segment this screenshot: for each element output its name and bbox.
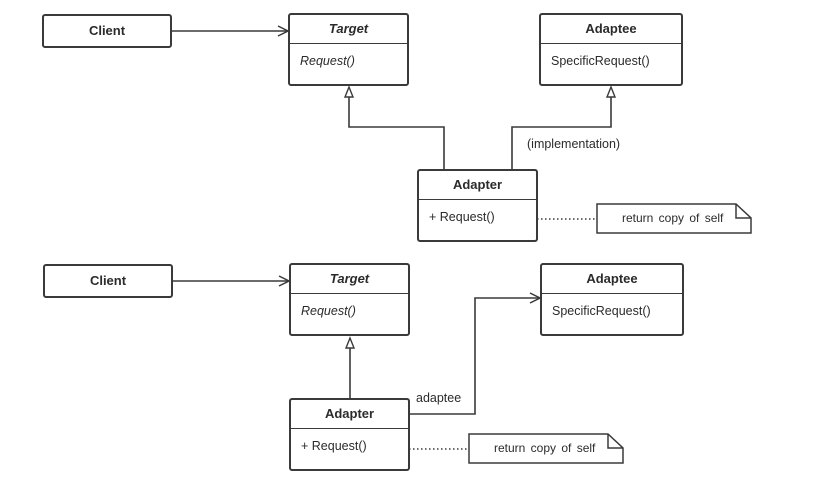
adaptee-operation: SpecificRequest() <box>552 304 651 318</box>
adaptee-class-name: Adaptee <box>585 21 637 36</box>
client-class-box[interactable]: Client <box>42 14 172 48</box>
target-operation: Request() <box>300 54 355 68</box>
adapter-class-divider <box>419 199 536 200</box>
note-shape-2 <box>468 433 624 464</box>
target-class-box[interactable]: Target Request() <box>288 13 409 86</box>
generalization-arrowhead-1 <box>343 85 355 98</box>
association-adapter-adaptee-2 <box>409 298 540 415</box>
adaptee-class-divider <box>541 43 681 44</box>
generalization-arrowhead-2 <box>344 336 356 349</box>
target-class-name: Target <box>328 21 369 36</box>
note-text: return copy of self <box>494 441 596 455</box>
client-class-box[interactable]: Client <box>43 264 173 298</box>
generalization-adapter-target-1 <box>348 97 445 170</box>
adapter-class-divider <box>291 428 408 429</box>
adaptee-class-divider <box>542 293 682 294</box>
adaptee-association-label: adaptee <box>416 391 462 405</box>
adaptee-class-name: Adaptee <box>586 271 638 286</box>
adaptee-class-box[interactable]: Adaptee SpecificRequest() <box>539 13 683 86</box>
target-class-box[interactable]: Target Request() <box>289 263 410 336</box>
implementation-adapter-adaptee-1 <box>511 97 612 170</box>
adapter-class-box[interactable]: Adapter + Request() <box>289 398 410 471</box>
adapter-class-box[interactable]: Adapter + Request() <box>417 169 538 242</box>
client-class-name: Client <box>88 23 126 38</box>
target-class-divider <box>291 293 408 294</box>
note-text: return copy of self <box>622 211 724 225</box>
adapter-class-name: Adapter <box>324 406 375 421</box>
note-shape-1 <box>596 203 752 234</box>
implementation-label: (implementation) <box>527 137 621 151</box>
adapter-operation: + Request() <box>301 439 367 453</box>
target-operation: Request() <box>301 304 356 318</box>
adapter-class-name: Adapter <box>452 177 503 192</box>
client-class-name: Client <box>89 273 127 288</box>
adapter-operation: + Request() <box>429 210 495 224</box>
adaptee-class-box[interactable]: Adaptee SpecificRequest() <box>540 263 684 336</box>
target-class-name: Target <box>329 271 370 286</box>
adaptee-operation: SpecificRequest() <box>551 54 650 68</box>
implementation-arrowhead-1 <box>605 85 617 98</box>
target-class-divider <box>290 43 407 44</box>
